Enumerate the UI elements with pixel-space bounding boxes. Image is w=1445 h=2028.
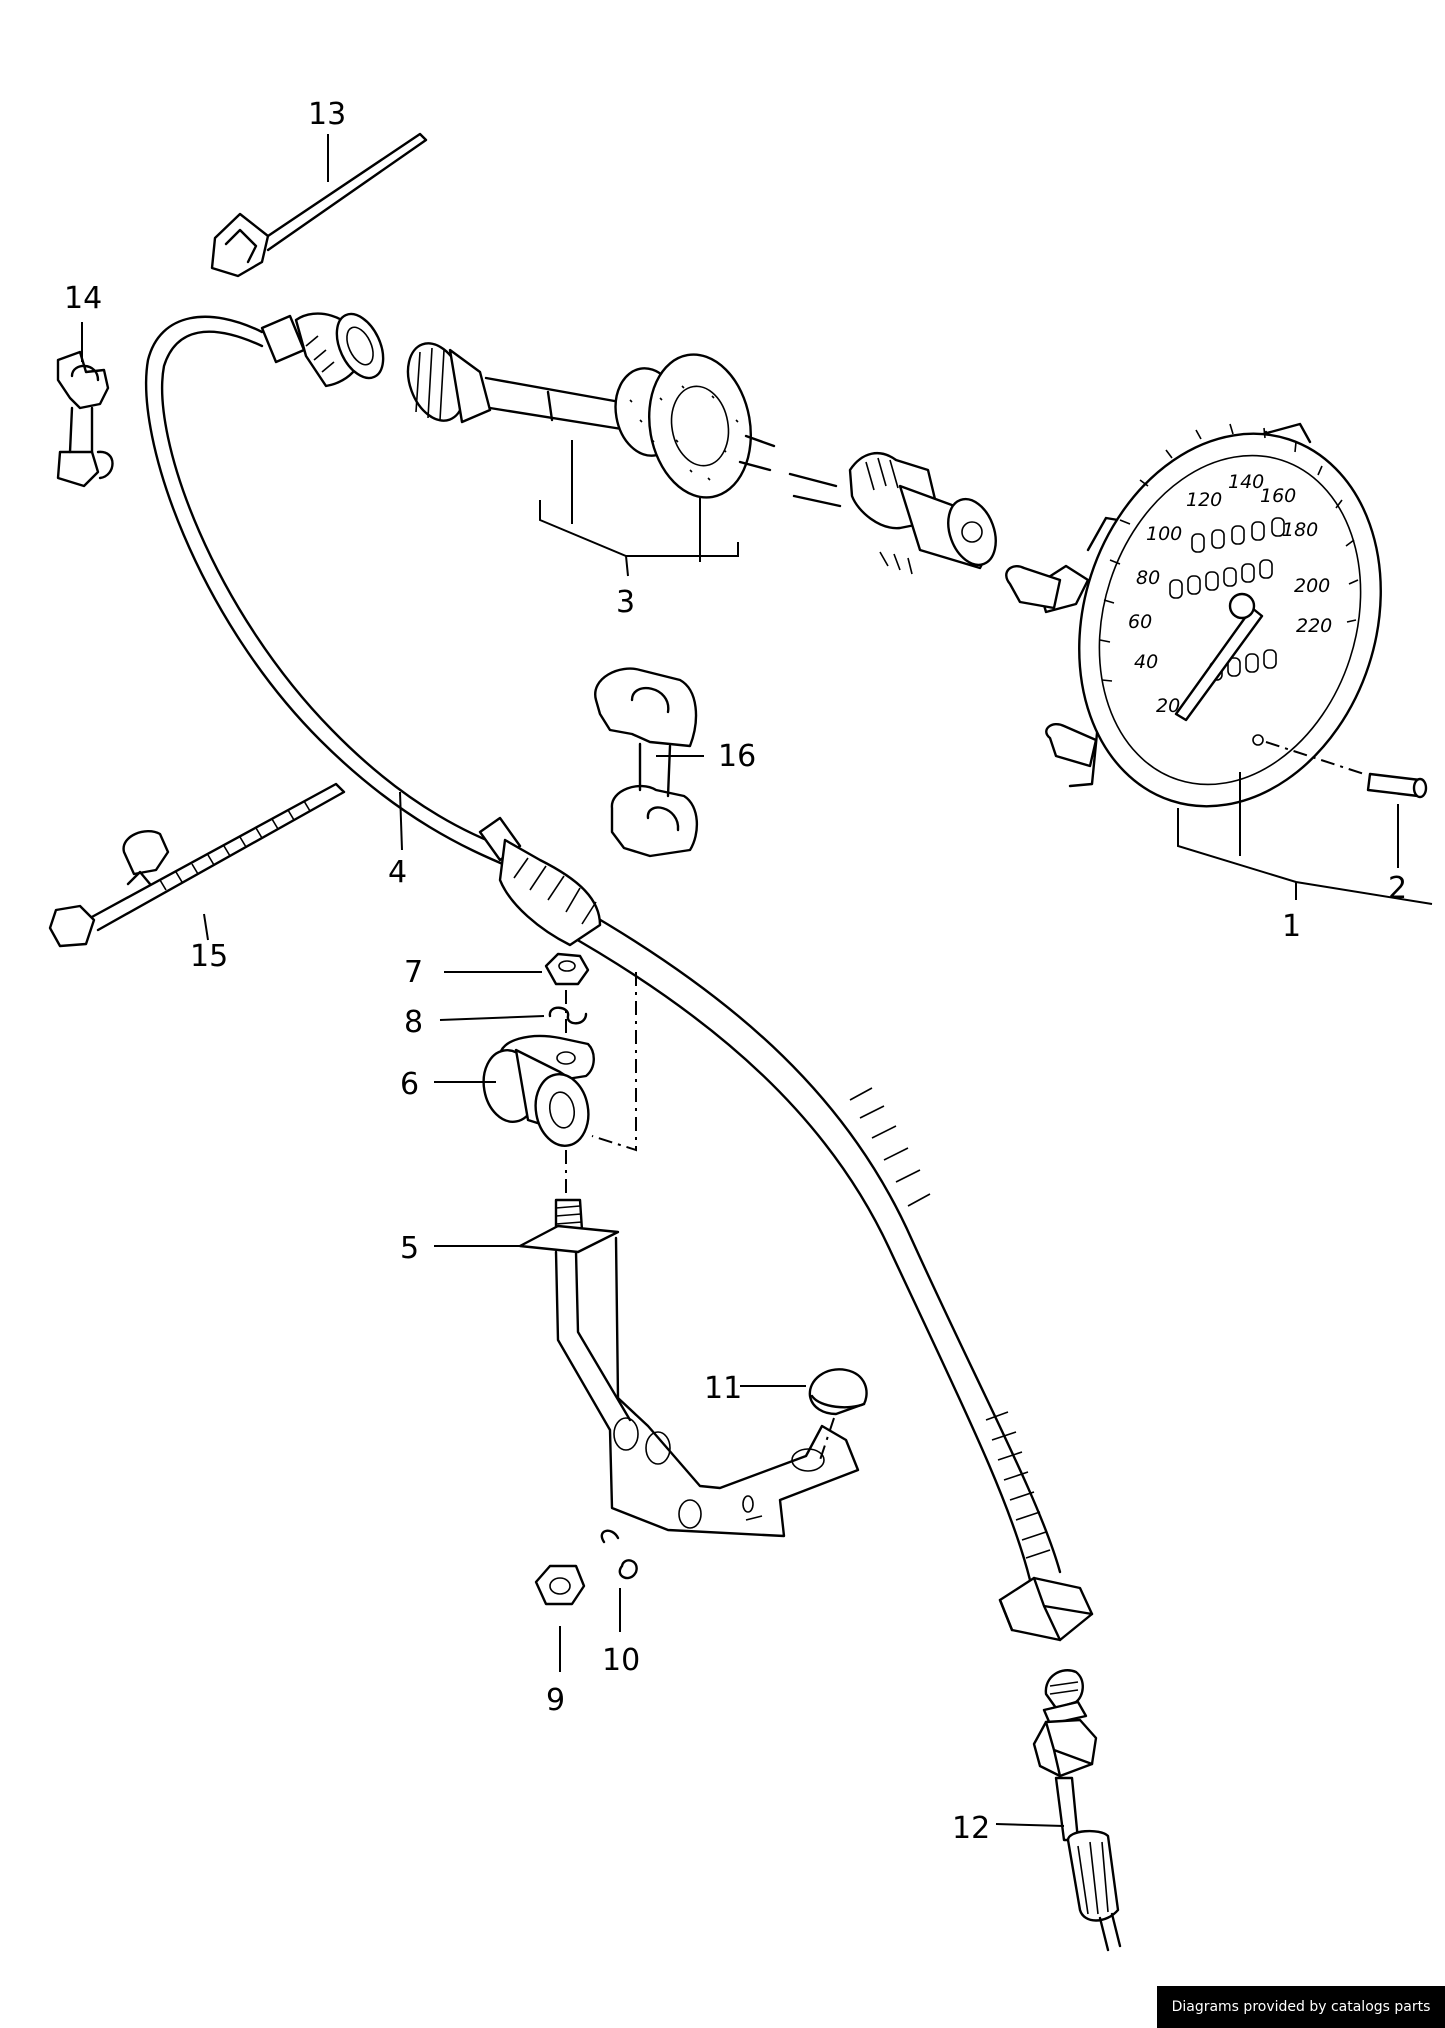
part-9-nut: [534, 1564, 586, 1606]
part-3-coupling: [406, 342, 997, 577]
dial-mark-160: 160: [1260, 485, 1296, 507]
callout-11: 11: [704, 1371, 742, 1406]
leader-8: [439, 1015, 545, 1021]
diagram-credit: Diagrams provided by catalogs parts: [1157, 1986, 1445, 2028]
part-7-nut: [544, 952, 590, 986]
callout-6: 6: [400, 1067, 419, 1102]
part-4-speedometer-cable: [144, 312, 1094, 1642]
dial-mark-220: 220: [1296, 615, 1332, 637]
callout-5: 5: [400, 1231, 419, 1266]
leader-15: [203, 913, 209, 941]
part-1-speedometer: 20 40 60 80 100 120 140 160 180 200 220: [1005, 422, 1382, 808]
dial-mark-100: 100: [1146, 523, 1182, 545]
speedometer-needle: [1174, 606, 1264, 722]
callout-3: 3: [616, 585, 635, 620]
part-6-mount: [482, 1034, 595, 1147]
leader-12: [995, 1823, 1065, 1827]
callout-1: 1: [1282, 909, 1301, 944]
dial-mark-120: 120: [1186, 489, 1222, 511]
callout-12: 12: [952, 1811, 990, 1846]
callout-15: 15: [190, 939, 228, 974]
callout-7: 7: [404, 955, 423, 990]
dial-mark-20: 20: [1156, 695, 1180, 717]
callout-14: 14: [64, 281, 102, 316]
part-8-washer: [548, 1006, 588, 1025]
axis-line-cable: [591, 972, 637, 1152]
dial-mark-60: 60: [1128, 611, 1152, 633]
callout-13: 13: [308, 97, 346, 132]
dial-mark-180: 180: [1282, 519, 1318, 541]
part-15-cable-tie: [48, 782, 346, 948]
part-13-cable-tie: [210, 132, 428, 278]
dial-ticks: [1099, 423, 1359, 682]
part-10-washer: [600, 1529, 638, 1580]
part-2-pin: [1265, 741, 1428, 799]
part-5-bracket: [518, 1198, 860, 1538]
callout-16: 16: [718, 739, 756, 774]
part-16-clip: [594, 667, 699, 858]
part-14-hose-clip: [56, 350, 114, 488]
callout-2: 2: [1388, 871, 1407, 906]
leader-4: [399, 791, 403, 851]
callout-4: 4: [388, 855, 407, 890]
dial-mark-40: 40: [1134, 651, 1158, 673]
dial-mark-200: 200: [1294, 575, 1330, 597]
leader-lines: [81, 134, 1433, 1827]
part-11-plug: [808, 1368, 868, 1461]
part-12-drive-gear: [1032, 1669, 1122, 1952]
callout-8: 8: [404, 1005, 423, 1040]
callout-10: 10: [602, 1643, 640, 1678]
callout-numbers: 13 14 3 16 4 15 2 1 7 8 6 5 11 10 9 12: [64, 97, 1407, 1846]
callout-9: 9: [546, 1683, 565, 1718]
dial-mark-140: 140: [1228, 471, 1264, 493]
leader-1: [1177, 772, 1433, 905]
dial-mark-80: 80: [1136, 567, 1160, 589]
